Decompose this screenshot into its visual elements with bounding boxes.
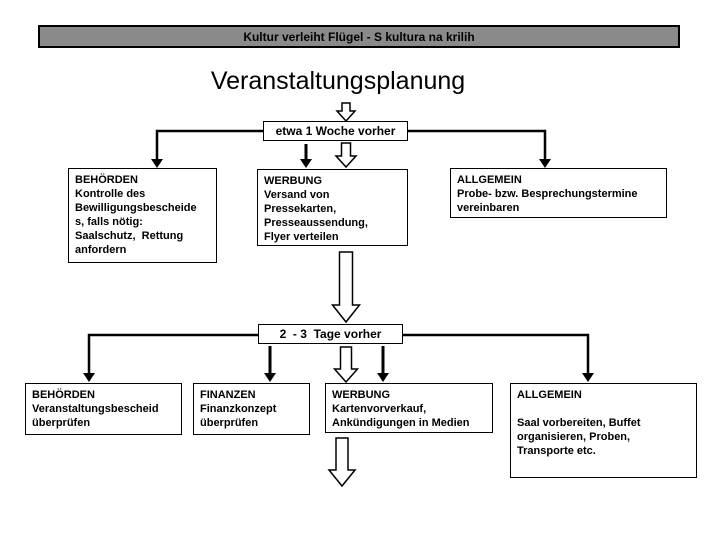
box-heading: WERBUNG	[264, 175, 323, 187]
box-body: Kartenvorverkauf, Ankündigungen in Medie…	[332, 403, 470, 429]
page-title: Veranstaltungsplanung	[210, 67, 466, 95]
arrow-head-solid-icon	[264, 373, 276, 382]
flow-box-allgemein-stage1: ALLGEMEIN Probe- bzw. Besprechungstermin…	[450, 168, 667, 218]
flow-box-werbung-stage1: WERBUNG Versand von Pressekarten, Presse…	[257, 169, 408, 246]
box-heading: ALLGEMEIN	[517, 389, 582, 401]
arrow-down-hollow-icon	[332, 346, 360, 384]
box-body: Veranstaltungsbescheid überprüfen	[32, 403, 159, 429]
box-body: Probe- bzw. Besprechungstermine vereinba…	[457, 188, 638, 214]
arrow-down-hollow-icon	[327, 437, 357, 488]
flow-box-behoerden-stage2: BEHÖRDEN Veranstaltungsbescheid überprüf…	[25, 383, 182, 435]
flow-box-werbung-stage2: WERBUNG Kartenvorverkauf, Ankündigungen …	[325, 383, 493, 433]
connector-line	[403, 333, 590, 374]
arrow-head-solid-icon	[83, 373, 95, 382]
stage2-label-box: 2 - 3 Tage vorher	[258, 324, 403, 344]
arrow-head-solid-icon	[539, 159, 551, 168]
box-heading: BEHÖRDEN	[32, 389, 95, 401]
banner: Kultur verleiht Flügel - S kultura na kr…	[38, 25, 680, 48]
flow-box-finanzen-stage2: FINANZEN Finanzkonzept überprüfen	[193, 383, 310, 435]
box-heading: ALLGEMEIN	[457, 174, 522, 186]
box-heading: WERBUNG	[332, 389, 391, 401]
arrow-down-hollow-icon	[335, 102, 357, 123]
flow-box-allgemein-stage2: ALLGEMEIN Saal vorbereiten, Buffet organ…	[510, 383, 697, 478]
connector-line	[87, 333, 258, 374]
box-body: Saal vorbereiten, Buffet organisieren, P…	[517, 417, 641, 457]
connector-line	[155, 129, 263, 160]
connector-line	[408, 129, 547, 160]
box-heading: BEHÖRDEN	[75, 174, 138, 186]
box-body: Kontrolle des Bewilligungsbescheide s, f…	[75, 188, 197, 256]
stage1-label-text: etwa 1 Woche vorher	[275, 124, 396, 138]
box-heading: FINANZEN	[200, 389, 256, 401]
banner-text: Kultur verleiht Flügel - S kultura na kr…	[243, 29, 475, 44]
arrow-down-hollow-icon	[334, 142, 358, 169]
box-body: Versand von Pressekarten, Presseaussendu…	[264, 189, 368, 243]
flow-box-behoerden-stage1: BEHÖRDEN Kontrolle des Bewilligungsbesch…	[68, 168, 217, 263]
arrow-head-solid-icon	[377, 373, 389, 382]
arrow-head-solid-icon	[151, 159, 163, 168]
arrow-down-hollow-icon	[330, 251, 362, 324]
stage2-label-text: 2 - 3 Tage vorher	[279, 327, 382, 341]
box-body: Finanzkonzept überprüfen	[200, 403, 277, 429]
arrow-head-solid-icon	[582, 373, 594, 382]
arrow-head-solid-icon	[300, 159, 312, 168]
stage1-label-box: etwa 1 Woche vorher	[263, 121, 408, 141]
